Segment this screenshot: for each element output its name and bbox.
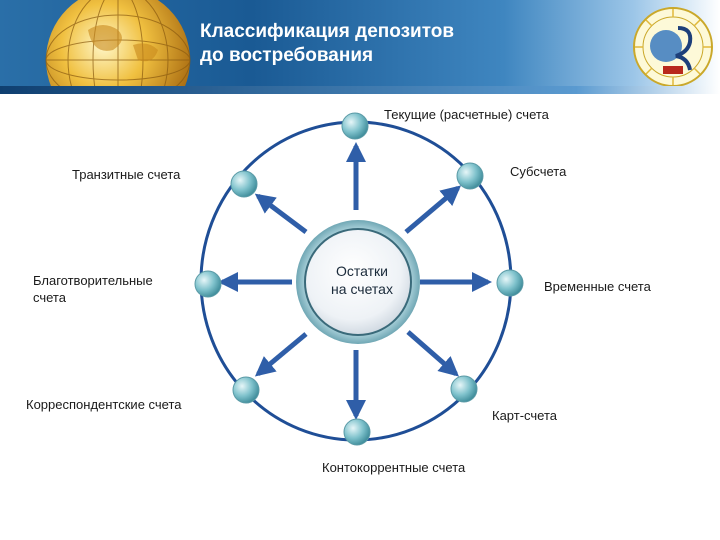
university-logo-icon bbox=[632, 6, 714, 88]
node-charity bbox=[194, 270, 222, 298]
nodes bbox=[194, 112, 524, 446]
arrow-card bbox=[406, 330, 460, 377]
title-line-2: до востребования bbox=[200, 45, 374, 66]
center-label-line-2: на счетах bbox=[331, 281, 393, 297]
label-current-accounts: Текущие (расчетные) счета bbox=[384, 107, 549, 122]
node-card bbox=[450, 375, 478, 403]
label-charity-line-1: Благотворительные bbox=[33, 273, 153, 288]
node-contocurrent bbox=[343, 418, 371, 446]
center-node bbox=[296, 220, 420, 344]
arrow-sub bbox=[404, 185, 462, 234]
arrow-transit bbox=[254, 193, 308, 234]
node-transit bbox=[230, 170, 258, 198]
globe-icon bbox=[18, 0, 208, 94]
arrow-correspondent bbox=[254, 332, 308, 377]
arrows bbox=[218, 142, 492, 420]
label-correspondent-accounts: Корреспондентские счета bbox=[26, 397, 182, 412]
node-correspondent bbox=[232, 376, 260, 404]
label-transit-accounts: Транзитные счета bbox=[72, 167, 181, 182]
label-temporary-accounts: Временные счета bbox=[544, 279, 651, 294]
label-contocurrent-accounts: Контокоррентные счета bbox=[322, 460, 466, 475]
node-current bbox=[341, 112, 369, 140]
center-label: Остатки на счетах bbox=[300, 262, 424, 298]
label-charity-accounts: Благотворительные счета bbox=[33, 272, 153, 306]
deposit-diagram bbox=[194, 112, 524, 446]
header-stripe bbox=[0, 86, 720, 94]
label-charity-line-2: счета bbox=[33, 290, 66, 305]
label-card-accounts: Карт-счета bbox=[492, 408, 557, 423]
label-subaccounts: Субсчета bbox=[510, 164, 567, 179]
center-label-line-1: Остатки bbox=[336, 263, 388, 279]
header-banner: Классификация депозитов до востребования bbox=[0, 0, 720, 94]
page-title: Классификация депозитов до востребования bbox=[200, 20, 620, 68]
node-temporary bbox=[496, 269, 524, 297]
node-sub bbox=[456, 162, 484, 190]
title-line-1: Классификация депозитов bbox=[200, 21, 455, 42]
